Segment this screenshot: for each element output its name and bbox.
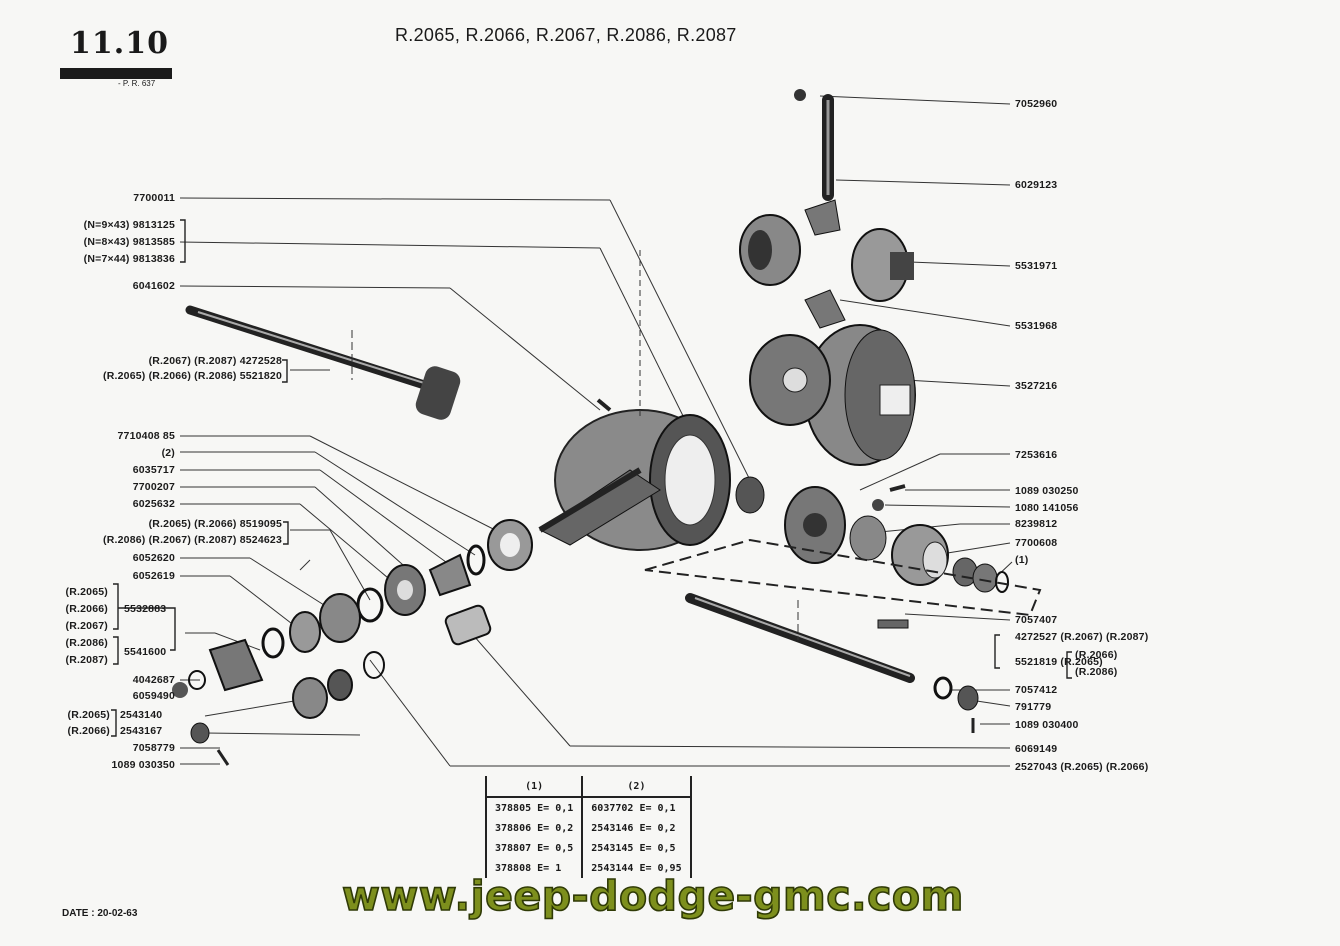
exploded-parts	[172, 89, 1042, 766]
part-label: (R.2065)	[65, 586, 108, 598]
part-label: 6069149	[1015, 743, 1058, 755]
part-label: 7700011	[133, 192, 175, 204]
website-watermark[interactable]: www.jeep-dodge-gmc.com	[341, 871, 964, 921]
part-label: (R.2066)	[67, 725, 110, 737]
part-label: 5532883	[124, 603, 167, 615]
part-label: 5531968	[1015, 320, 1058, 332]
part-label: (N=8×43) 9813585	[83, 236, 175, 248]
part-label: 7057412	[1015, 684, 1058, 696]
part-label: 6029123	[1015, 179, 1058, 191]
part-label: 7253616	[1015, 449, 1058, 461]
table-cell: 2543145 E= 0,5	[581, 838, 692, 858]
part-label: 8239812	[1015, 518, 1058, 530]
table-cell: 2543144 E= 0,95	[581, 858, 692, 878]
table-cell: 6037702 E= 0,1	[581, 797, 692, 818]
part-label: 3527216	[1015, 380, 1058, 392]
part-label: (R.2086) (R.2067) (R.2087) 8524623	[103, 534, 282, 546]
part-label: 6052620	[132, 552, 175, 564]
part-label: (R.2065) (R.2066) (R.2086) 5521820	[103, 370, 282, 382]
part-label: 7700207	[132, 481, 175, 493]
part-label: 6059490	[132, 690, 175, 702]
part-label: 5531971	[1015, 260, 1058, 272]
part-label: 7058779	[132, 742, 175, 754]
part-label: 2527043 (R.2065) (R.2066)	[1015, 761, 1149, 773]
part-label: 1089 030350	[111, 759, 175, 771]
part-label: (R.2067)	[65, 620, 108, 632]
part-label: (N=7×44) 9813836	[83, 253, 175, 265]
part-label: 4042687	[132, 674, 175, 686]
part-label: 2543167	[120, 725, 163, 737]
page-number: 11.10	[70, 26, 169, 61]
part-label: 7710408 85	[117, 430, 175, 442]
part-label: 6035717	[132, 464, 175, 476]
part-label: 6025632	[132, 498, 175, 510]
part-label: 5541600	[124, 646, 167, 658]
part-label: (R.2086)	[65, 637, 108, 649]
models-title: R.2065, R.2066, R.2067, R.2086, R.2087	[395, 25, 737, 45]
brackets	[111, 219, 1072, 737]
table-cell: 378806 E= 0,2	[484, 818, 583, 838]
page-number-bar	[60, 68, 172, 79]
part-label: (R.2066)	[65, 603, 108, 615]
table-row: 378805 E= 0,1 6037702 E= 0,1	[484, 797, 692, 818]
date-stamp: DATE : 20-02-63	[62, 908, 138, 919]
part-label: (R.2065)	[67, 709, 110, 721]
part-label: (R.2086)	[1075, 666, 1118, 678]
table-header: (2)	[581, 776, 692, 798]
part-label: (2)	[161, 447, 175, 459]
table-cell: 2543146 E= 0,2	[581, 818, 692, 838]
page-reference: - P. R. 637	[118, 79, 156, 88]
part-label: 4272527 (R.2067) (R.2087)	[1015, 631, 1149, 643]
table-header-row: (1) (2)	[484, 776, 692, 798]
part-label: (R.2066)	[1075, 649, 1118, 661]
part-label: 7052960	[1015, 98, 1058, 110]
table-cell: 378808 E= 1	[484, 858, 583, 878]
table-row: 378806 E= 0,2 2543146 E= 0,2	[484, 818, 692, 838]
leader-lines	[179, 95, 1013, 767]
table-row: 378807 E= 0,5 2543145 E= 0,5	[484, 838, 692, 858]
part-label: 1080 141056	[1015, 502, 1079, 514]
part-label: (N=9×43) 9813125	[83, 219, 175, 231]
part-label: (1)	[1015, 554, 1029, 566]
part-label: 6052619	[132, 570, 175, 582]
part-label: 1089 030400	[1015, 719, 1079, 731]
table-cell: 378807 E= 0,5	[484, 838, 583, 858]
part-label: 791779	[1015, 701, 1052, 713]
shim-table: (1) (2) 378805 E= 0,1 6037702 E= 0,1 378…	[484, 776, 692, 878]
part-label: 5521819 (R.2065)	[1015, 656, 1103, 668]
part-label: 2543140	[120, 709, 163, 721]
part-label: 7057407	[1015, 614, 1058, 626]
part-label: 7700608	[1015, 537, 1058, 549]
table-row: 378808 E= 1 2543144 E= 0,95	[484, 858, 692, 878]
table-header: (1)	[484, 776, 583, 798]
part-label: (R.2067) (R.2087) 4272528	[148, 355, 282, 367]
part-label: 6041602	[132, 280, 175, 292]
table-cell: 378805 E= 0,1	[484, 797, 583, 818]
part-label: (R.2087)	[65, 654, 108, 666]
part-label: (R.2065) (R.2066) 8519095	[148, 518, 282, 530]
part-label: 1089 030250	[1015, 485, 1079, 497]
